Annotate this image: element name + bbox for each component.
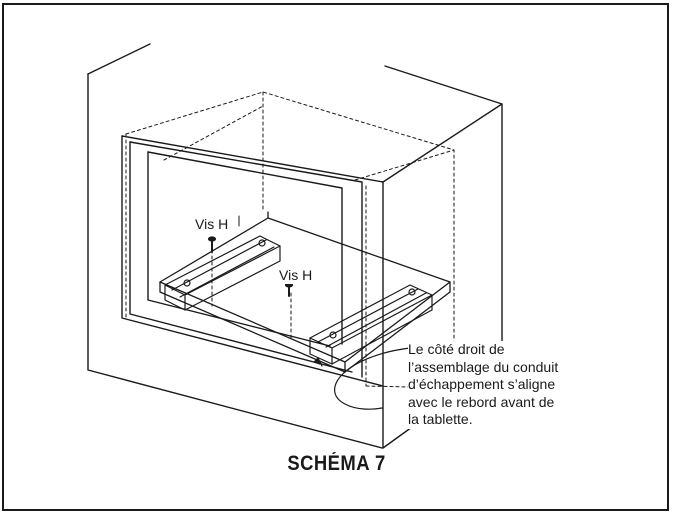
callout-line: la tablette. [408, 411, 473, 427]
callout-line: Le côté droit de [408, 341, 505, 357]
right-rail [309, 284, 433, 365]
callout-line: avec le rebord avant de [408, 393, 555, 410]
callout-line: d’échappement s’aligne [408, 376, 556, 392]
figure-caption: SCHÉMA 7 [287, 452, 386, 475]
callout-leader [313, 347, 411, 410]
opening-frame [121, 135, 384, 387]
screw-label-1: Vis H [193, 216, 231, 233]
screw-icon [207, 236, 217, 253]
screw-label-2: Vis H [277, 267, 315, 284]
insert-hidden-lines [125, 91, 455, 389]
callout-text: Le côté droit de l’assemblage du conduit… [408, 341, 608, 429]
callout-line: l’assemblage du conduit [408, 358, 559, 375]
cabinet-outline [87, 43, 503, 449]
left-rail [164, 235, 281, 311]
